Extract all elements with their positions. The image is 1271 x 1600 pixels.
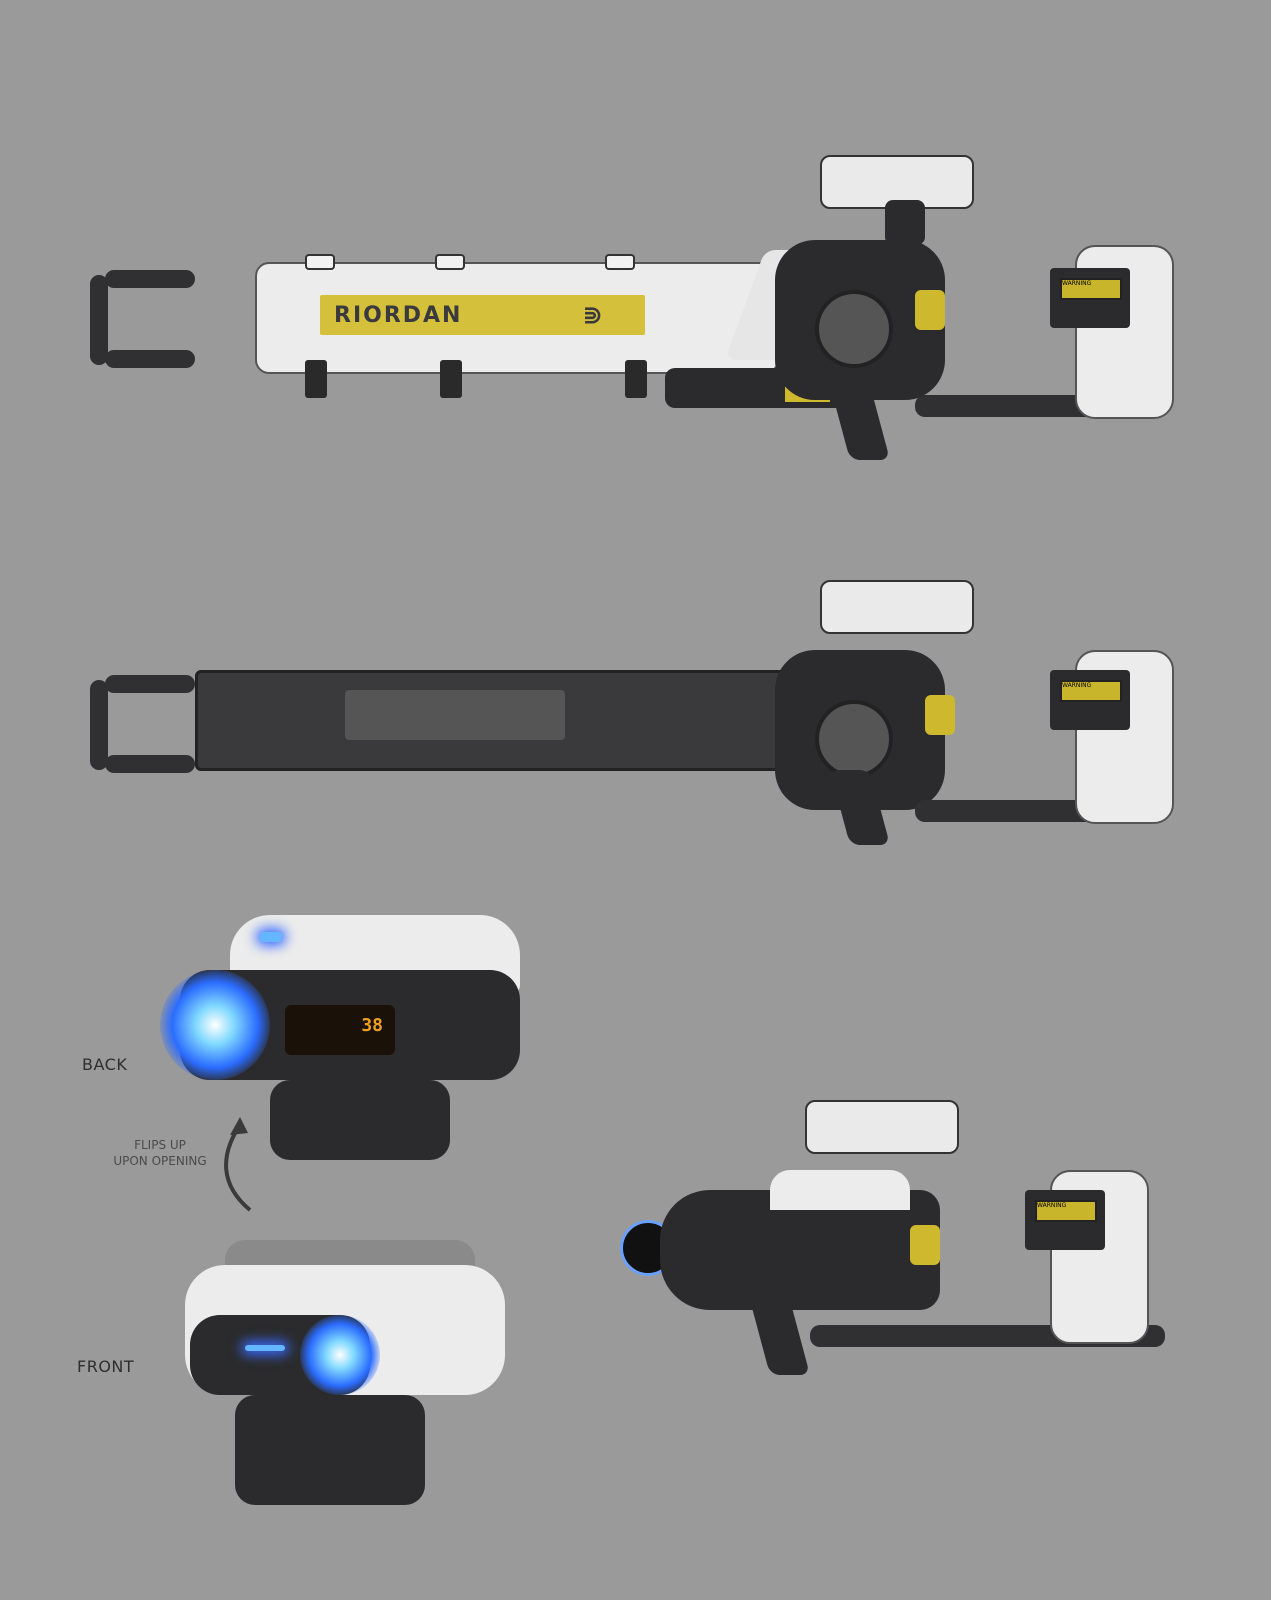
- brand-strip: RIORDAN ⋑: [320, 295, 645, 335]
- warning-sticker: WARNING: [1060, 680, 1122, 702]
- rifle-exposed: WARNING: [85, 580, 1175, 870]
- bottom-clip: [625, 360, 647, 398]
- top-clip: [305, 254, 335, 270]
- drone-tread: [235, 1395, 425, 1505]
- warning-sticker: WARNING: [1060, 278, 1122, 300]
- warning-sticker: WARNING: [1035, 1200, 1097, 1222]
- thruster-glow: [160, 970, 270, 1080]
- trigger-guard: [910, 1225, 940, 1265]
- scope: [820, 580, 974, 634]
- bottom-clip: [440, 360, 462, 398]
- front-prong-bottom: [105, 755, 195, 773]
- front-prong-vertical: [90, 680, 108, 770]
- drone-tread: [270, 1080, 450, 1160]
- body-cover: [770, 1170, 910, 1210]
- bottom-clip: [305, 360, 327, 398]
- trigger-guard: [925, 695, 955, 735]
- compact-body: [660, 1190, 940, 1310]
- back-label: BACK: [82, 1055, 128, 1074]
- front-thruster-glow: [300, 1315, 380, 1395]
- top-clip: [435, 254, 465, 270]
- flip-note: FLIPS UP UPON OPENING: [113, 1138, 207, 1168]
- chevron-logo-icon: ⋑: [582, 301, 605, 329]
- pistol-grip: [749, 1300, 811, 1375]
- brand-label: RIORDAN: [334, 302, 463, 328]
- front-prong-bottom: [105, 350, 195, 368]
- rifle-compact: WARNING: [620, 1100, 1175, 1400]
- drone-front: [185, 1235, 525, 1535]
- scope-mount: [885, 200, 925, 245]
- front-label: FRONT: [77, 1357, 135, 1376]
- motor-dial: [815, 290, 893, 368]
- scope: [820, 155, 974, 209]
- trigger-guard: [915, 290, 945, 330]
- rifle-covered: RIORDAN ⋑ WARNING: [85, 150, 1175, 460]
- top-clip: [605, 254, 635, 270]
- drone-back: 38: [160, 910, 530, 1180]
- inner-mechanism: [345, 690, 565, 740]
- front-light-bar: [245, 1345, 285, 1351]
- front-prong-top: [105, 270, 195, 288]
- display-value: 38: [361, 1015, 383, 1036]
- motor-dial: [815, 700, 893, 778]
- status-light: [260, 932, 282, 942]
- scope: [805, 1100, 959, 1154]
- front-prong-vertical: [90, 275, 108, 365]
- flip-arrow-icon: [224, 1117, 252, 1212]
- front-prong-top: [105, 675, 195, 693]
- display-panel: 38: [285, 1005, 395, 1055]
